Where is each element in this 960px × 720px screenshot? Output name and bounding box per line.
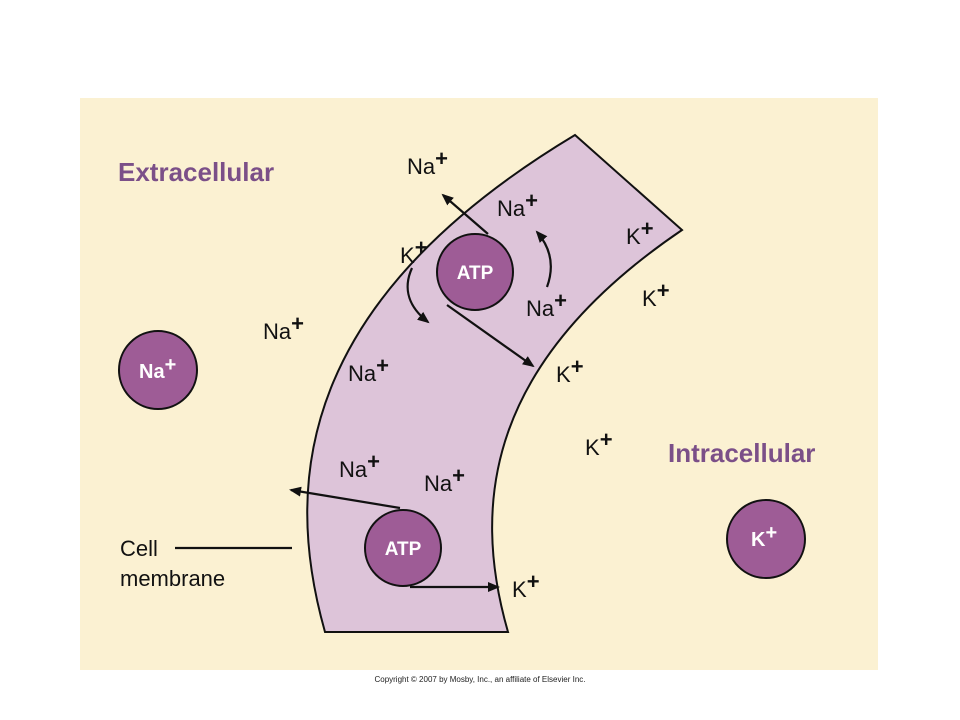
k-ion-label: K+ [400,235,428,268]
arrow-k-in-top [446,304,535,368]
sodium-ion-circle-label: Na+ [139,354,176,383]
na-ion-label: Na+ [407,146,448,179]
atp-label-top: ATP [457,263,494,284]
na-ion-label: Na+ [497,188,538,221]
k-ion-label: K+ [512,569,540,602]
copyright-notice: Copyright © 2007 by Mosby, Inc., an affi… [374,675,585,684]
sodium-ion-circle [118,330,198,410]
cell-membrane-label-line2: membrane [120,566,225,591]
k-ion-label: K+ [642,278,670,311]
arrow-k-curve-down [406,267,430,324]
intracellular-label: Intracellular [668,438,815,468]
potassium-ion-circle [726,499,806,579]
k-ion-label: K+ [585,427,613,460]
na-ion-label: Na+ [424,463,465,496]
na-ion-label: Na+ [526,288,567,321]
k-ion-label: K+ [626,216,654,249]
atp-pump-circle-bottom [364,509,442,587]
na-ion-label: Na+ [348,353,389,386]
na-ion-label: Na+ [339,449,380,482]
cell-membrane-label-line1: Cell [120,536,158,561]
atp-label-bottom: ATP [385,539,422,560]
atp-pump-circle-top [436,233,514,311]
na-ion-label: Na+ [263,311,304,344]
arrow-na-curve-up [535,230,552,288]
extracellular-label: Extracellular [118,157,274,187]
potassium-ion-circle-label: K+ [751,522,777,551]
arrow-na-out-top [441,193,489,235]
arrow-na-out-bottom [289,486,401,510]
k-ion-label: K+ [556,354,584,387]
cell-membrane-band [306,133,684,633]
